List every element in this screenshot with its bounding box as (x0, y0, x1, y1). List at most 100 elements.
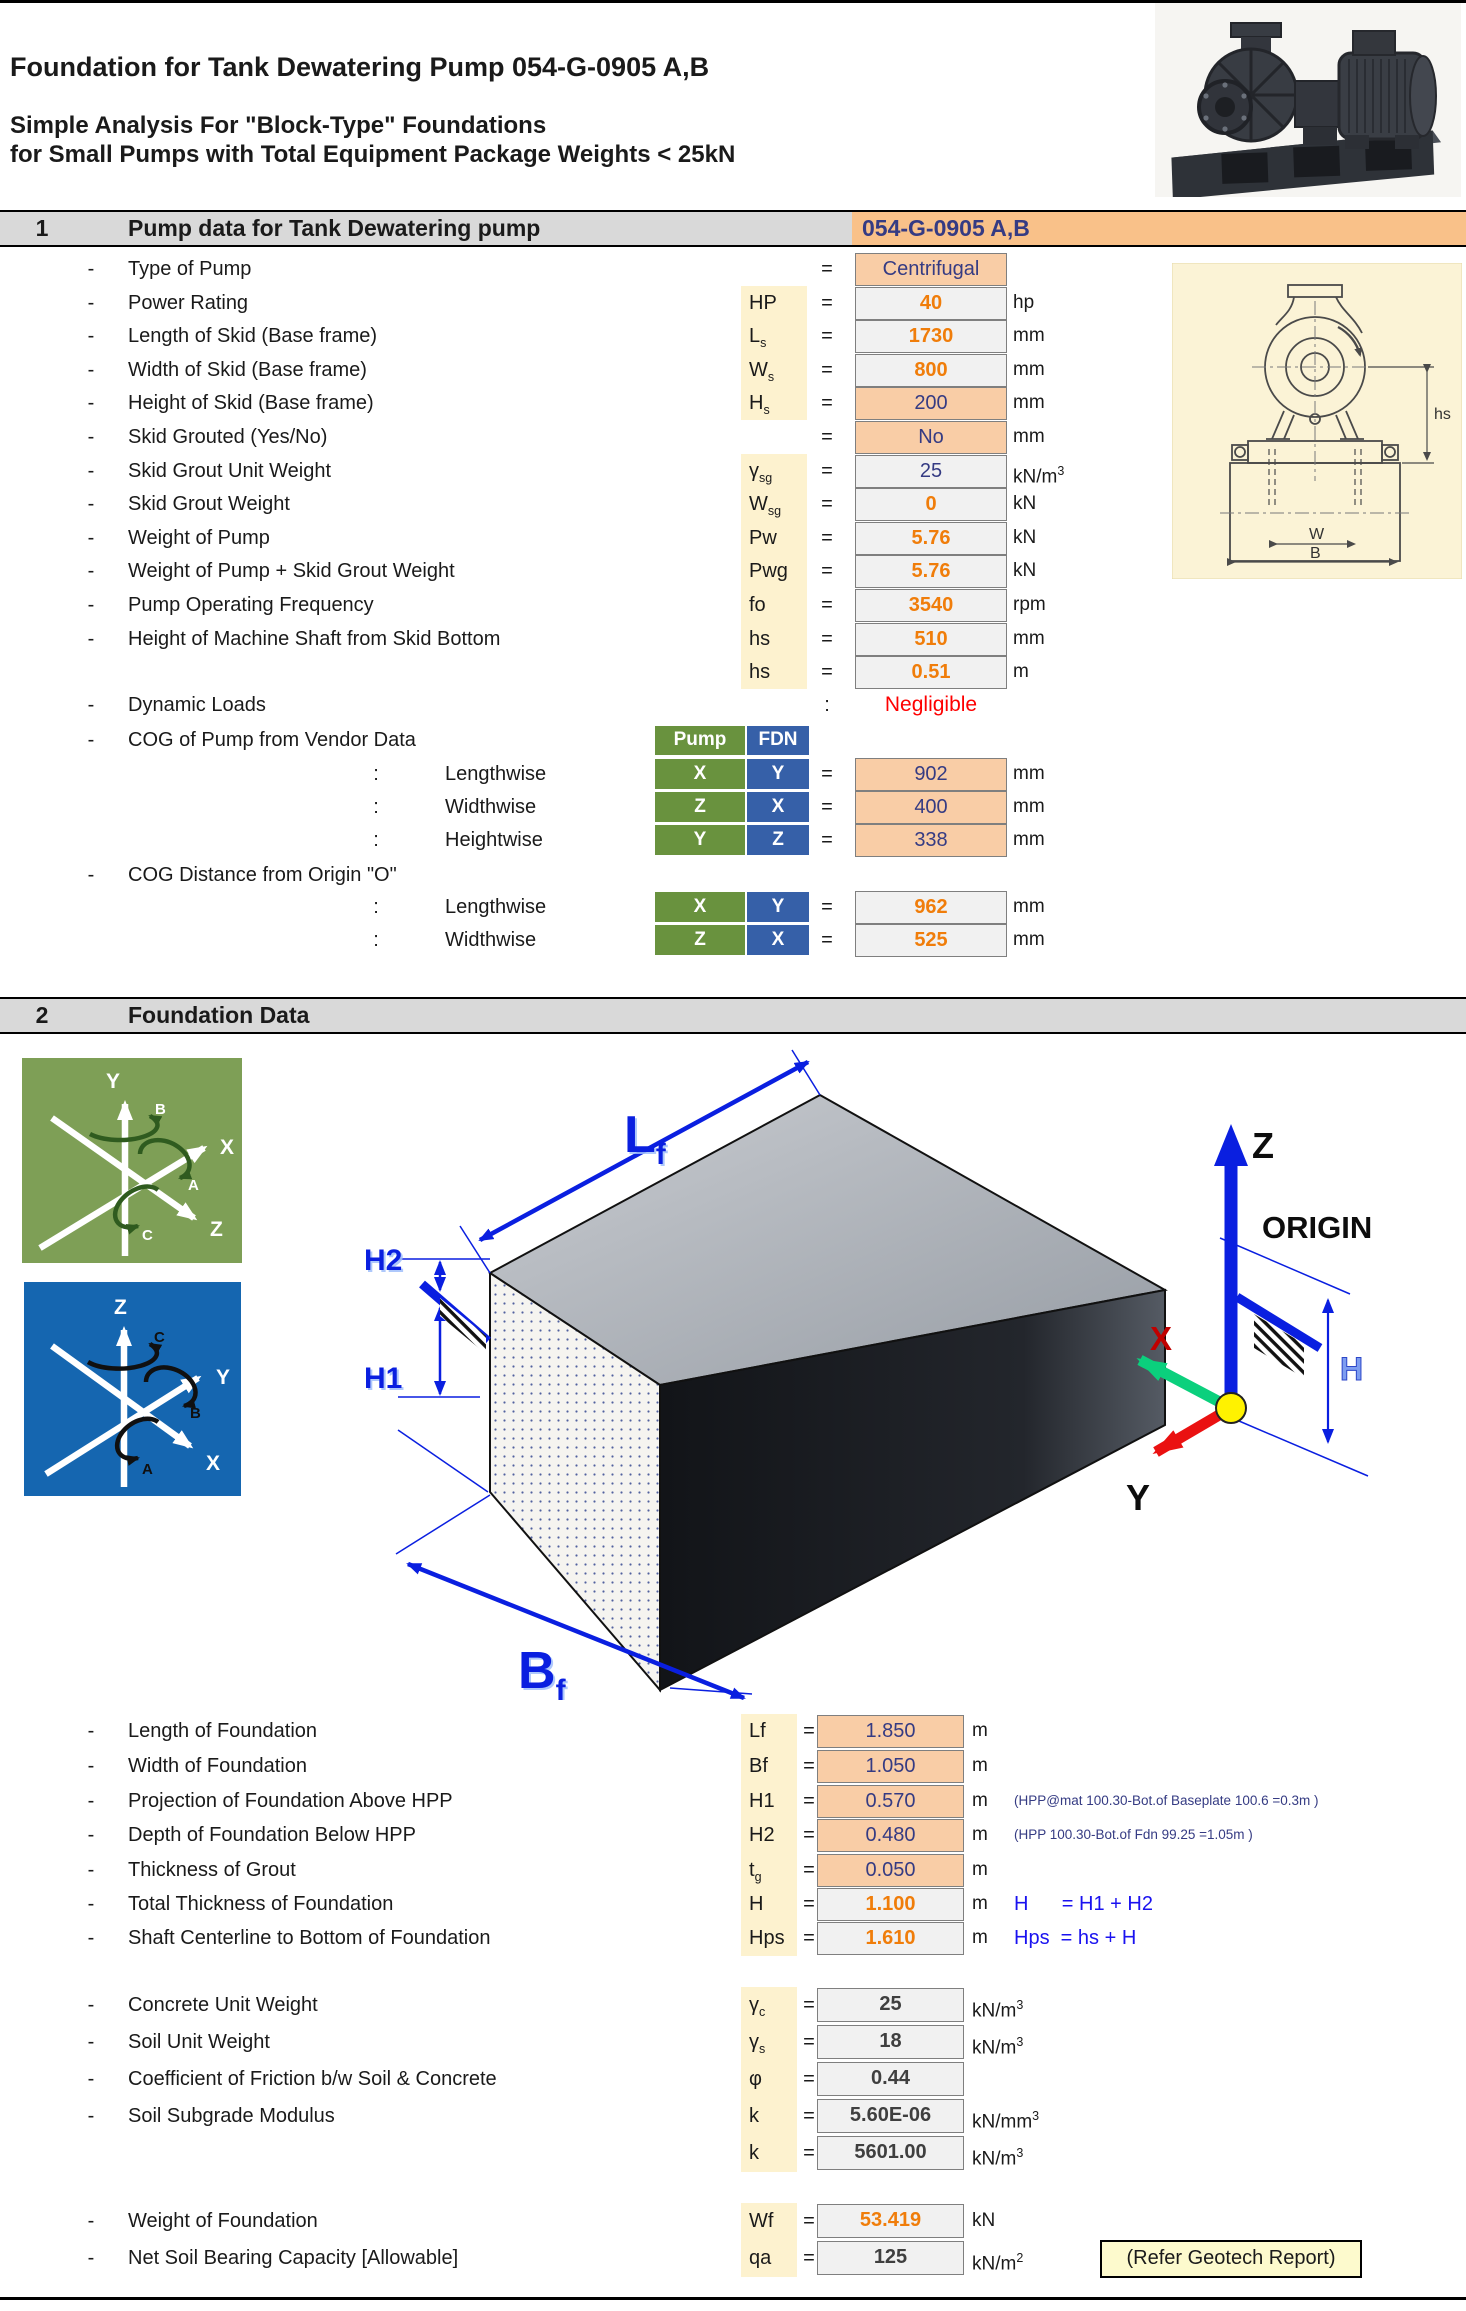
pump-axes-legend: Y X Z B A C (22, 1058, 242, 1263)
value-cell[interactable]: 338 (855, 824, 1007, 857)
row-cog-origin-widthwise: : Widthwise Z X = 525 mm (0, 923, 1466, 957)
axis-z-label: Z (210, 1218, 223, 1241)
value-cell[interactable]: 25 (817, 1988, 964, 2022)
pump-axis-cell: X (653, 757, 747, 791)
fdn-col-header: FDN (745, 724, 811, 757)
row-friction-coefficient: - Coefficient of Friction b/w Soil & Con… (0, 2061, 1466, 2098)
rot-c-label: C (142, 1227, 153, 1244)
page-subtitle-1: Simple Analysis For "Block-Type" Foundat… (10, 112, 547, 139)
bearing-frame (1294, 80, 1344, 128)
discharge-flange (1230, 22, 1282, 38)
value-cell[interactable]: 0.44 (817, 2062, 964, 2096)
value-cell[interactable]: 0 (855, 488, 1007, 521)
value-cell[interactable]: No (855, 421, 1007, 454)
section1-title: Pump data for Tank Dewatering pump (128, 215, 541, 241)
row-depth-below-hpp: - Depth of Foundation Below HPP H2 = 0.4… (0, 1818, 1466, 1853)
value-cell[interactable]: 902 (855, 758, 1007, 791)
section1-tag: 054-G-0905 A,B (852, 212, 1466, 245)
hps-formula: Hps = hs + H (1014, 1927, 1137, 1949)
value-cell[interactable]: 800 (855, 354, 1007, 387)
rot-a-label: A (188, 1177, 199, 1194)
value-cell[interactable]: 0.480 (817, 1819, 964, 1852)
value-cell[interactable]: 1.850 (817, 1715, 964, 1748)
value-cell[interactable]: Centrifugal (855, 253, 1007, 286)
unit-label: hp (1013, 292, 1035, 313)
rot-b-label: B (190, 1405, 201, 1422)
row-skid-width: - Width of Skid (Base frame) Ws = 800 mm (0, 353, 1466, 387)
section1-number: 1 (35, 215, 49, 241)
value-cell[interactable]: 53.419 (817, 2204, 964, 2238)
row-soil-unit-weight: - Soil Unit Weight γs = 18 kN/m3 (0, 2024, 1466, 2061)
value-cell[interactable]: 5601.00 (817, 2136, 964, 2170)
row-shaft-to-bottom: - Shaft Centerline to Bottom of Foundati… (0, 1921, 1466, 1956)
row-cog-origin-label: - COG Distance from Origin "O" (87, 864, 397, 886)
value-cell[interactable]: 18 (817, 2025, 964, 2059)
axis-y-label: Y (106, 1070, 120, 1093)
value-cell[interactable]: 40 (855, 287, 1007, 320)
row-skid-length: - Length of Skid (Base frame) Ls = 1730 … (0, 319, 1466, 353)
value-cell[interactable]: 25 (855, 455, 1007, 488)
fdn-axis-cell: Y (745, 757, 811, 791)
value-cell[interactable]: 1.610 (817, 1922, 964, 1955)
y-label: Y (1126, 1477, 1150, 1518)
value-cell[interactable]: 0.570 (817, 1785, 964, 1818)
row-subgrade-modulus-m: k = 5601.00 kN/m3 (0, 2135, 1466, 2172)
equals-sign: = (821, 258, 833, 280)
row-type-of-pump: - Type of Pump = Centrifugal (0, 252, 1466, 286)
axis-x-label: X (220, 1136, 234, 1159)
value-cell[interactable]: 1.100 (817, 1888, 964, 1921)
value-cell[interactable]: 5.76 (855, 555, 1007, 588)
value-cell[interactable]: 400 (855, 791, 1007, 824)
value-cell[interactable]: 125 (817, 2241, 964, 2275)
value-cell[interactable]: 200 (855, 387, 1007, 420)
row-pump-plus-grout-weight: - Weight of Pump + Skid Grout Weight Pwg… (0, 554, 1466, 588)
symbol-cell: Ls (741, 319, 807, 353)
row-dynamic-loads: - Dynamic Loads : Negligible (0, 688, 1466, 722)
row-cog-origin-lengthwise: : Lengthwise X Y = 962 mm (0, 890, 1466, 924)
value-cell[interactable]: 1730 (855, 320, 1007, 353)
value-cell[interactable]: 510 (855, 623, 1007, 656)
value-cell[interactable]: 525 (855, 924, 1007, 957)
row-grout-thickness: - Thickness of Grout tg = 0.050 m (0, 1853, 1466, 1888)
value-cell[interactable]: 0.050 (817, 1854, 964, 1887)
row-label: Type of Pump (128, 258, 252, 280)
value-cell[interactable]: 5.76 (855, 522, 1007, 555)
row-foundation-length: - Length of Foundation Lf = 1.850 m (0, 1714, 1466, 1749)
row-shaft-height: - Height of Machine Shaft from Skid Bott… (0, 622, 1466, 656)
value-cell[interactable]: 3540 (855, 589, 1007, 622)
value-cell[interactable]: 5.60E-06 (817, 2099, 964, 2133)
pump-col-header: Pump (653, 724, 747, 757)
section2-title: Foundation Data (128, 1002, 310, 1028)
bullet: - (87, 258, 95, 280)
row-skid-height: - Height of Skid (Base frame) Hs = 200 m… (0, 386, 1466, 420)
negligible-text: Negligible (884, 693, 978, 716)
hpp-note: (HPP 100.30-Bot.of Fdn 99.25 =1.05m ) (1014, 1827, 1253, 1842)
row-soil-bearing-capacity: - Net Soil Bearing Capacity [Allowable] … (0, 2240, 1466, 2277)
axis-z-label: Z (114, 1296, 127, 1319)
z-label: Z (1252, 1125, 1274, 1166)
h2-dim-label: H2 (364, 1244, 402, 1277)
pump-photo (1155, 3, 1461, 197)
symbol-cell: HP (741, 286, 807, 320)
terminal-box (1352, 30, 1396, 56)
row-cog-lengthwise: : Lengthwise X Y = 902 mm (0, 757, 1466, 791)
value-cell[interactable]: 962 (855, 891, 1007, 924)
value-cell[interactable]: 0.51 (855, 656, 1007, 689)
h-dim-label: H (1340, 1351, 1363, 1387)
row-projection-above-hpp: - Projection of Foundation Above HPP H1 … (0, 1784, 1466, 1819)
x-label: X (1150, 1320, 1172, 1357)
grade-hatch-right (1254, 1314, 1304, 1378)
section2-header: 2 Foundation Data (0, 997, 1466, 1034)
grade-hatch-left (440, 1298, 486, 1354)
h-formula: H = H1 + H2 (1014, 1893, 1153, 1915)
rot-a-label: A (142, 1461, 153, 1478)
hs-dim-label: hs (1434, 406, 1451, 423)
value-cell[interactable]: 1.050 (817, 1750, 964, 1783)
row-skid-grouted: - Skid Grouted (Yes/No) = No mm (0, 420, 1466, 454)
pump-section-drawing: hs W B (1172, 263, 1462, 579)
foundation-3d-diagram: Lf Bf H2 H1 H Z ORIGIN X Y (364, 1049, 1372, 1700)
row-foundation-weight: - Weight of Foundation Wf = 53.419 kN (0, 2203, 1466, 2240)
row-cog-vendor-header: - COG of Pump from Vendor Data Pump FDN (0, 724, 1466, 757)
rot-c-label: C (154, 1329, 165, 1346)
